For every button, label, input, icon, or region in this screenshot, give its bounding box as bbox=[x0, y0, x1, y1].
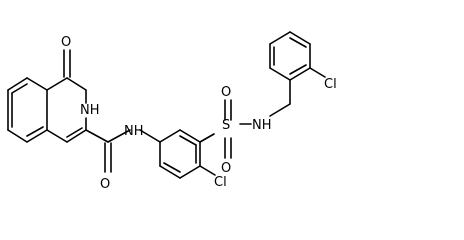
sulfonyl-oxygen-lower-label: O bbox=[221, 161, 231, 176]
top-phenyl-ring bbox=[269, 31, 326, 117]
sulfonyl-group bbox=[224, 99, 252, 159]
benzo-ring bbox=[7, 77, 48, 143]
amide-nh-label: NH bbox=[124, 124, 144, 139]
pyridinone-ring bbox=[46, 49, 87, 143]
ring-nh-label: NH bbox=[80, 103, 100, 118]
oxo-oxygen-label: O bbox=[61, 35, 71, 50]
amide-linker bbox=[85, 129, 161, 173]
sulfonyl-oxygen-upper-label: O bbox=[221, 85, 231, 100]
molecule-drawing: O NH O NH S O O NH Cl Cl bbox=[7, 31, 337, 192]
aryl-chlorine-label: Cl bbox=[214, 175, 227, 190]
central-phenyl-ring bbox=[159, 129, 216, 179]
top-chlorine-label: Cl bbox=[324, 77, 337, 92]
structure-diagram: O NH O NH S O O NH Cl Cl bbox=[7, 31, 337, 192]
sulfonamide-nh-label: NH bbox=[252, 118, 272, 133]
amide-oxygen-label: O bbox=[100, 177, 110, 192]
sulfonyl-sulfur-label: S bbox=[222, 118, 230, 133]
